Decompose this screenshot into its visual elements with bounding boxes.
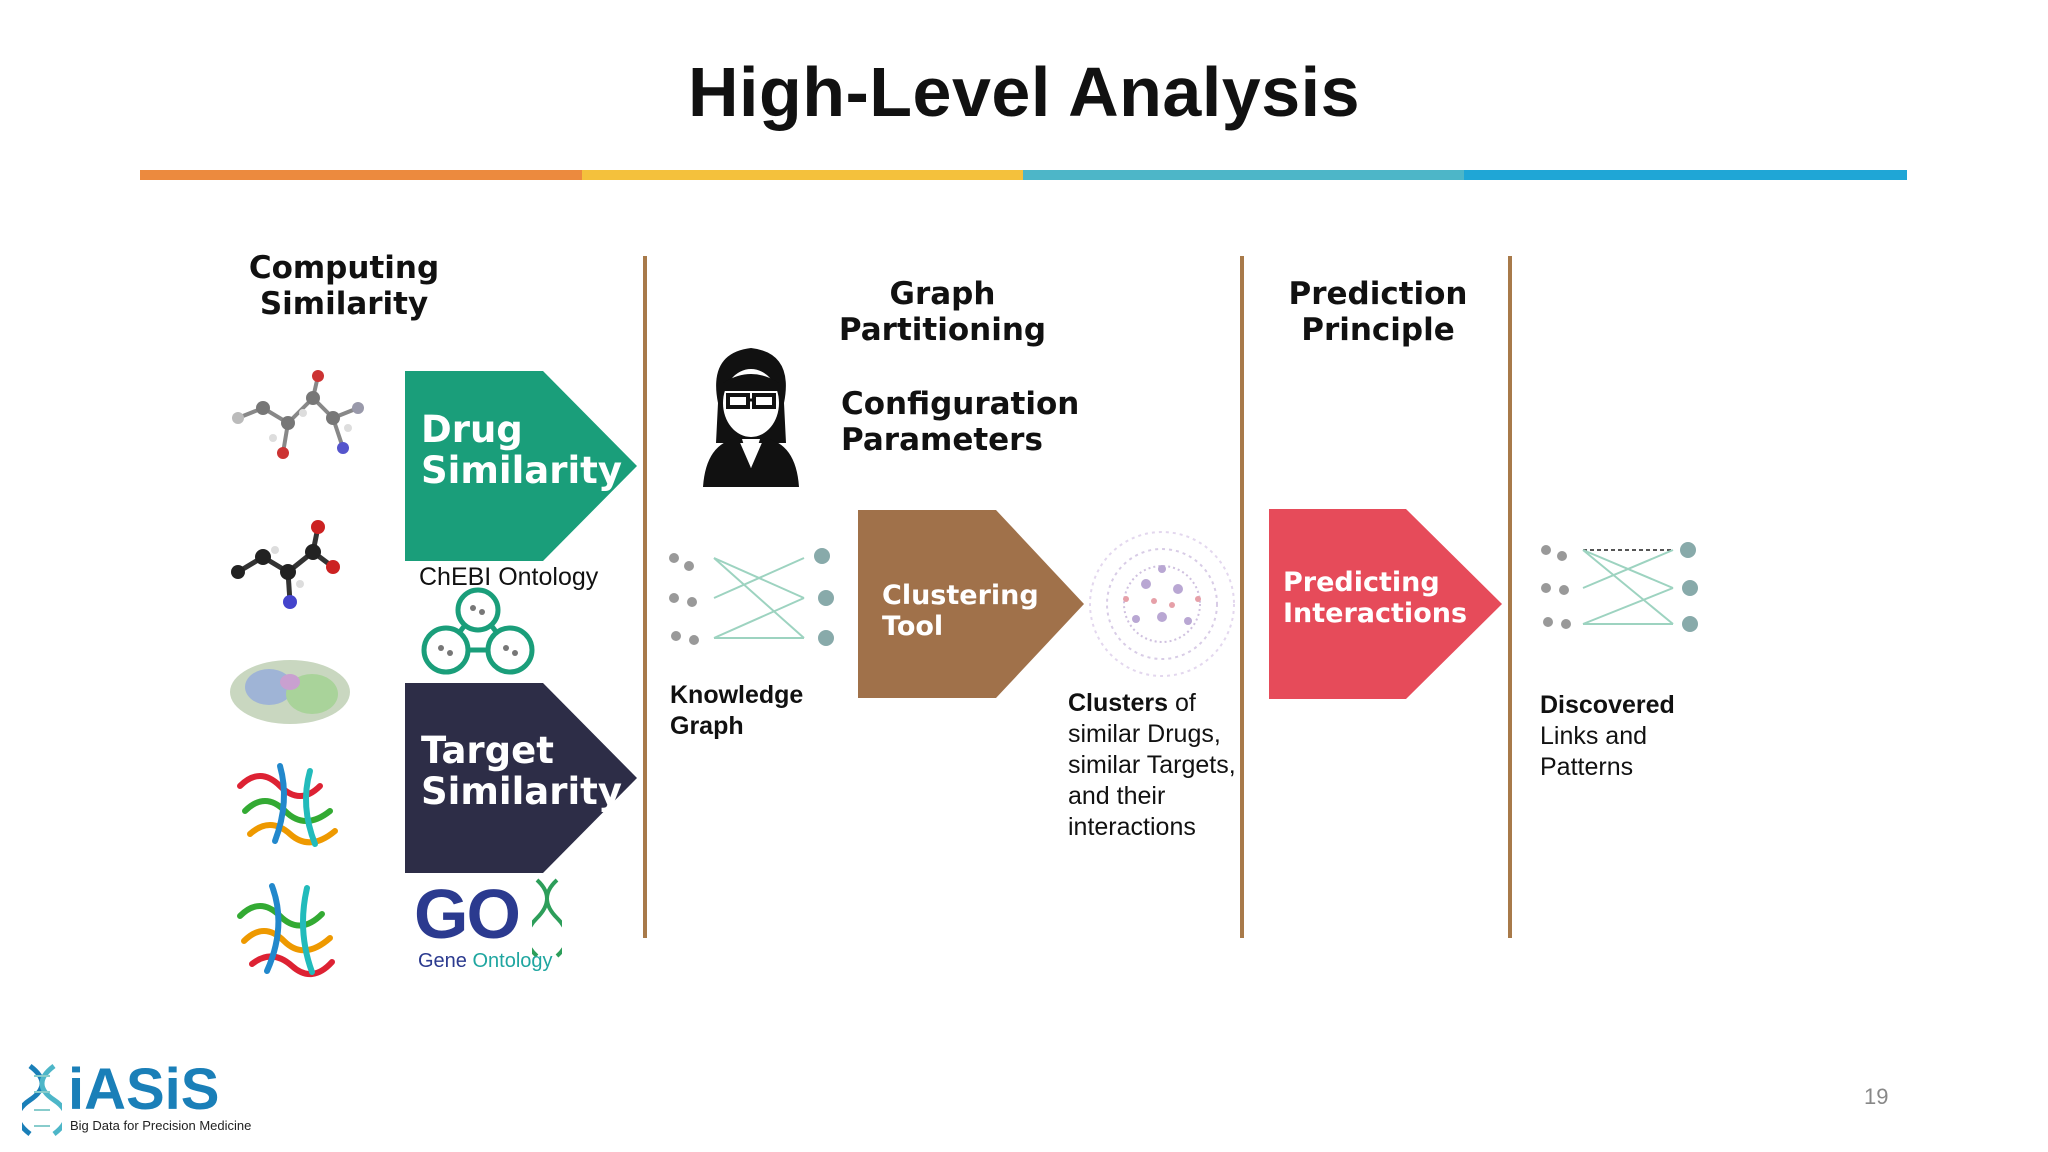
heading-computing-similarity: Computing Similarity <box>204 250 484 322</box>
clustering-tool-label: Clustering Tool <box>882 580 1039 642</box>
heading-graph-partitioning: Graph Partitioning <box>820 276 1065 348</box>
caption-line: similar Targets, <box>1068 751 1236 779</box>
chevron-line: Predicting <box>1283 567 1440 598</box>
protein-structure-icon <box>230 660 350 724</box>
iasis-logo: iASiS Big Data for Precision Medicine <box>20 1057 251 1140</box>
dna-icon <box>22 1064 62 1136</box>
caption-line: Knowledge <box>670 681 804 709</box>
predicting-interactions-label: Predicting Interactions <box>1283 567 1467 629</box>
chevron-line: Similarity <box>421 449 622 492</box>
clusters-of: of <box>1168 689 1196 717</box>
logo-tagline: Big Data for Precision Medicine <box>70 1118 252 1133</box>
go-logo-text: GO <box>414 875 521 953</box>
divider <box>643 256 647 938</box>
drug-similarity-chevron <box>405 371 637 561</box>
divider <box>1508 256 1512 938</box>
chebi-label: ChEBI Ontology <box>419 563 599 591</box>
graph-icon <box>669 548 834 646</box>
knowledge-graph-label: Knowledge Graph <box>670 680 803 742</box>
clusters-bold: Clusters <box>1068 689 1169 717</box>
drug-molecule-icon <box>232 370 364 459</box>
chevron-line: Similarity <box>421 770 622 813</box>
chevron-line: Clustering <box>882 580 1039 611</box>
cluster-icon <box>1089 531 1235 677</box>
protein-structure-icon <box>237 883 335 977</box>
gene-ontology-logo: GO Gene Ontology <box>414 878 564 978</box>
heading-line: Computing <box>248 250 440 286</box>
caption-line: and their <box>1068 782 1166 810</box>
chebi-ontology-icon <box>421 587 535 675</box>
target-similarity-chevron <box>405 683 637 873</box>
caption-line: Graph <box>670 712 744 740</box>
heading-line: Partitioning <box>838 312 1047 348</box>
heading-line: Prediction <box>1288 276 1468 312</box>
caption-line: Discovered <box>1540 690 1675 721</box>
chevron-line: Drug <box>421 408 523 451</box>
discovered-caption: Discovered Links and Patterns <box>1540 690 1675 783</box>
chevron-line: Interactions <box>1283 598 1468 629</box>
caption-line: Links and <box>1540 722 1648 750</box>
stripe-blue <box>1464 170 1907 180</box>
heading-line: Similarity <box>259 286 429 322</box>
slide-title: High-Level Analysis <box>687 53 1361 131</box>
drug-similarity-label: Drug Similarity <box>421 409 622 491</box>
stripe-yellow <box>582 170 1023 180</box>
stripe-orange <box>140 170 582 180</box>
predicting-interactions-chevron <box>1269 509 1502 699</box>
discovered-links-icon <box>1541 542 1698 632</box>
researcher-icon <box>703 348 799 487</box>
heading-line: Principle <box>1301 312 1455 348</box>
caption-line: similar Drugs, <box>1068 720 1221 748</box>
gene-word: Gene <box>418 950 467 972</box>
dna-icon <box>532 878 562 958</box>
stripe-teal <box>1023 170 1464 180</box>
page-number: 19 <box>1864 1084 1889 1109</box>
gene-ontology-caption: Gene Ontology <box>418 950 553 973</box>
chevron-line: Target <box>421 729 554 772</box>
caption-line: Clusters of <box>1068 688 1236 719</box>
protein-structure-icon <box>237 763 338 847</box>
drug-molecule-icon <box>231 520 340 609</box>
clusters-caption: Clusters of similar Drugs, similar Targe… <box>1068 688 1236 843</box>
chevron-line: Tool <box>882 611 944 642</box>
heading-configuration-parameters: Configuration Parameters <box>841 386 1101 458</box>
logo-name: iASiS <box>68 1057 220 1122</box>
clustering-tool-chevron <box>858 510 1084 698</box>
heading-line: Graph <box>889 276 996 312</box>
caption-line: interactions <box>1068 813 1196 841</box>
target-similarity-label: Target Similarity <box>421 730 622 812</box>
heading-prediction-principle: Prediction Principle <box>1258 276 1498 348</box>
discovered-bold: Discovered <box>1540 691 1675 719</box>
heading-line: Configuration <box>841 386 1080 422</box>
divider <box>1240 256 1244 938</box>
heading-line: Parameters <box>841 422 1043 458</box>
ontology-word: Ontology <box>472 950 553 972</box>
caption-line: Patterns <box>1540 753 1634 781</box>
